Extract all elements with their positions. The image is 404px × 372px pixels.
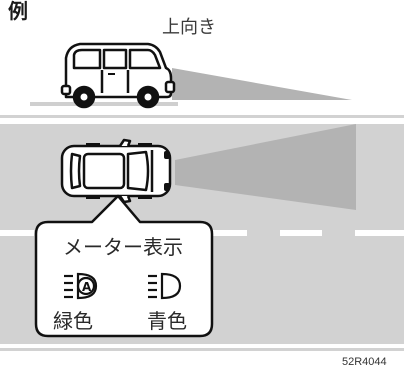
high-beam-indicator-icon bbox=[148, 272, 182, 300]
blue-color-label: 青色 bbox=[147, 309, 187, 333]
side-view-car-icon bbox=[60, 42, 176, 109]
meter-display-heading: メーター表示 bbox=[63, 235, 183, 259]
green-color-label: 緑色 bbox=[53, 309, 93, 333]
callout-box bbox=[34, 194, 214, 338]
side-view-ground bbox=[30, 102, 178, 106]
road-top-line bbox=[0, 115, 404, 118]
side-view-light-beam bbox=[172, 68, 352, 100]
meter-display-callout: メーター表示 A 緑色 青色 bbox=[34, 194, 214, 338]
top-view-car-icon bbox=[60, 138, 172, 204]
lane-markings bbox=[0, 230, 404, 236]
auto-high-beam-indicator-icon bbox=[64, 272, 98, 300]
road-scene: メーター表示 A 緑色 青色 bbox=[0, 115, 404, 351]
side-view-scene bbox=[30, 42, 352, 109]
high-beam-title: 上向き bbox=[162, 17, 216, 38]
auto-indicator-letter: A bbox=[82, 280, 92, 294]
top-view-light-beam bbox=[175, 124, 356, 210]
example-label: 例 bbox=[8, 0, 28, 23]
road-bottom-line bbox=[0, 348, 404, 351]
figure-code: 52R4044 bbox=[342, 356, 387, 368]
